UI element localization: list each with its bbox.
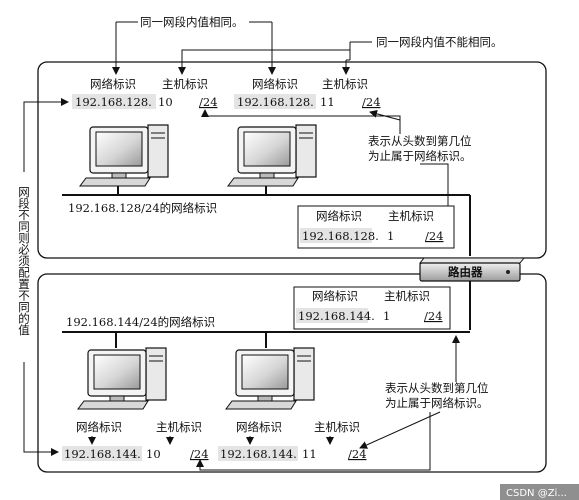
bottom-computer-1 bbox=[77, 347, 167, 410]
bottom-host1-prefix: /24 bbox=[190, 447, 209, 461]
top-host1-host-id-title: 主机标识 bbox=[162, 77, 208, 91]
top-host2-net-id: 192.168.128. bbox=[237, 95, 314, 109]
bottom-prefix-arrow-to-host2 bbox=[359, 411, 441, 449]
bottom-host2-host-id: 11 bbox=[302, 447, 317, 461]
top-prefix-explain-line1: 表示从头数到第几位 bbox=[368, 134, 472, 148]
annotation-different-in-segment: 同一网段内值不能相同。 bbox=[376, 35, 503, 49]
top-port-net-id: 192.168.128. bbox=[302, 229, 379, 243]
top-host1-prefix: /24 bbox=[199, 95, 218, 109]
bottom-host2-net-id: 192.168.144. bbox=[220, 447, 297, 461]
top-host2-prefix: /24 bbox=[362, 95, 381, 109]
bottom-host1-net-id-title: 网络标识 bbox=[76, 420, 122, 434]
top-host2-host-id: 11 bbox=[320, 95, 335, 109]
bottom-host2-prefix: /24 bbox=[348, 447, 367, 461]
top-segment-box bbox=[37, 61, 547, 259]
watermark: CSDN @Zi... bbox=[506, 488, 567, 499]
bottom-host1-host-id: 10 bbox=[146, 447, 161, 461]
bottom-port-net-id: 192.168.144. bbox=[298, 309, 375, 323]
bottom-computer-2 bbox=[225, 347, 315, 410]
bottom-network-label: 192.168.144/24的网络标识 bbox=[66, 315, 215, 329]
bottom-host1-net-id: 192.168.144. bbox=[64, 447, 141, 461]
top-host2-host-id-title: 主机标识 bbox=[322, 77, 368, 91]
bottom-prefix-explain-line1: 表示从头数到第几位 bbox=[385, 381, 489, 395]
bottom-host2-host-id-title: 主机标识 bbox=[314, 420, 360, 434]
bottom-port-prefix: /24 bbox=[424, 309, 443, 323]
bottom-host1-host-id-title: 主机标识 bbox=[156, 420, 202, 434]
top-computer-1 bbox=[79, 124, 169, 187]
bottom-port-host-id-title: 主机标识 bbox=[384, 289, 430, 303]
top-network-label: 192.168.128/24的网络标识 bbox=[68, 201, 217, 215]
top-prefix-explain-line2: 为止属于网络标识。 bbox=[368, 149, 472, 163]
top-prefix-arrow-to-host1 bbox=[201, 109, 401, 134]
bottom-prefix-arrow-to-host1 bbox=[196, 412, 431, 471]
bottom-host2-net-id-title: 网络标识 bbox=[236, 420, 282, 434]
top-port-prefix: /24 bbox=[425, 229, 444, 243]
top-host1-net-id: 192.168.128. bbox=[75, 95, 152, 109]
annotation-same-bracket bbox=[115, 21, 273, 74]
top-host1-host-id: 10 bbox=[158, 95, 173, 109]
top-prefix-arrow-to-host2 bbox=[369, 109, 401, 121]
top-port-net-id-title: 网络标识 bbox=[316, 209, 362, 223]
top-port-host-id: 1 bbox=[387, 229, 394, 243]
top-host2-net-id-title: 网络标识 bbox=[252, 77, 298, 91]
top-host1-net-id-title: 网络标识 bbox=[90, 77, 136, 91]
router-icon bbox=[418, 257, 526, 282]
bottom-port-host-id: 1 bbox=[383, 309, 390, 323]
bottom-prefix-explain-line2: 为止属于网络标识。 bbox=[385, 396, 489, 410]
annotation-same-in-segment: 同一网段内值相同。 bbox=[140, 15, 244, 29]
top-computer-2 bbox=[227, 124, 317, 187]
arrow-to-host-id-2-path bbox=[178, 42, 351, 75]
bottom-port-net-id-title: 网络标识 bbox=[312, 289, 358, 303]
side-note-vertical: 网段不同则必须配置不同的值 bbox=[17, 186, 31, 336]
router-label: 路由器 bbox=[448, 265, 483, 279]
bottom-segment-box bbox=[37, 273, 547, 473]
top-port-host-id-title: 主机标识 bbox=[388, 209, 434, 223]
